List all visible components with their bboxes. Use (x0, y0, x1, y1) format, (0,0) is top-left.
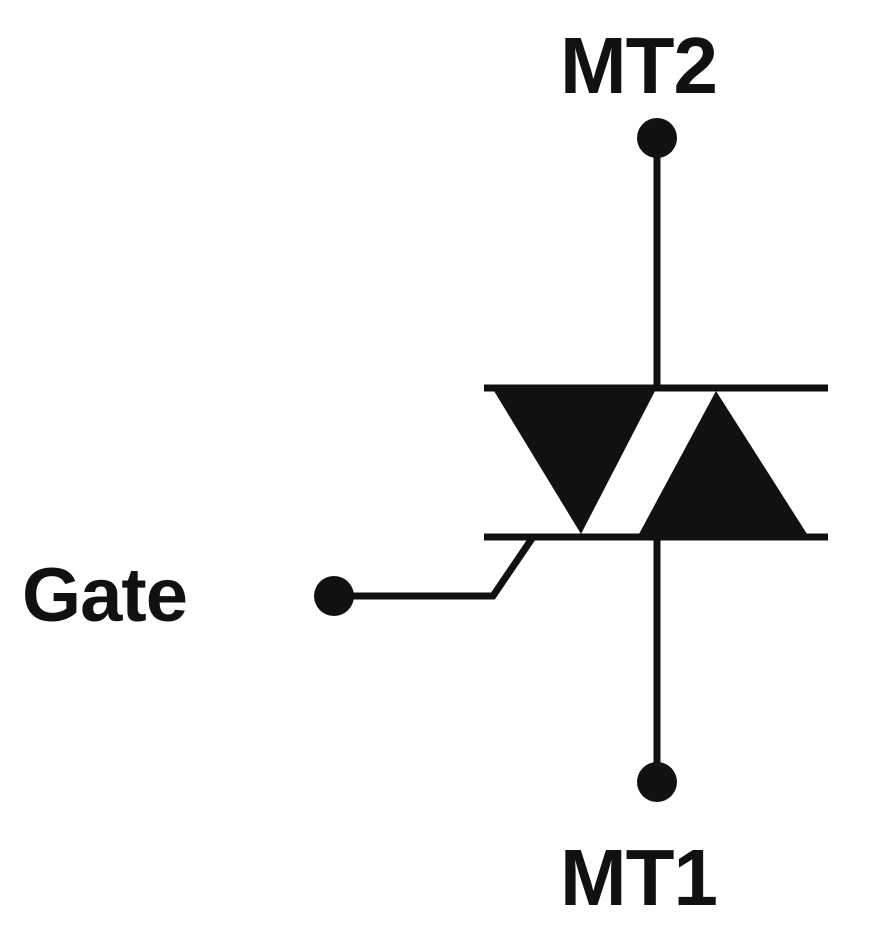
mt1-terminal-dot (637, 762, 677, 802)
left-down-triangle (494, 391, 655, 534)
gate-terminal-dot (314, 576, 354, 616)
right-up-triangle (639, 391, 807, 534)
mt1-label: MT1 (560, 833, 718, 922)
gate-label: Gate (22, 553, 188, 638)
mt2-label: MT2 (560, 21, 718, 110)
gate-lead-wire (335, 535, 536, 600)
